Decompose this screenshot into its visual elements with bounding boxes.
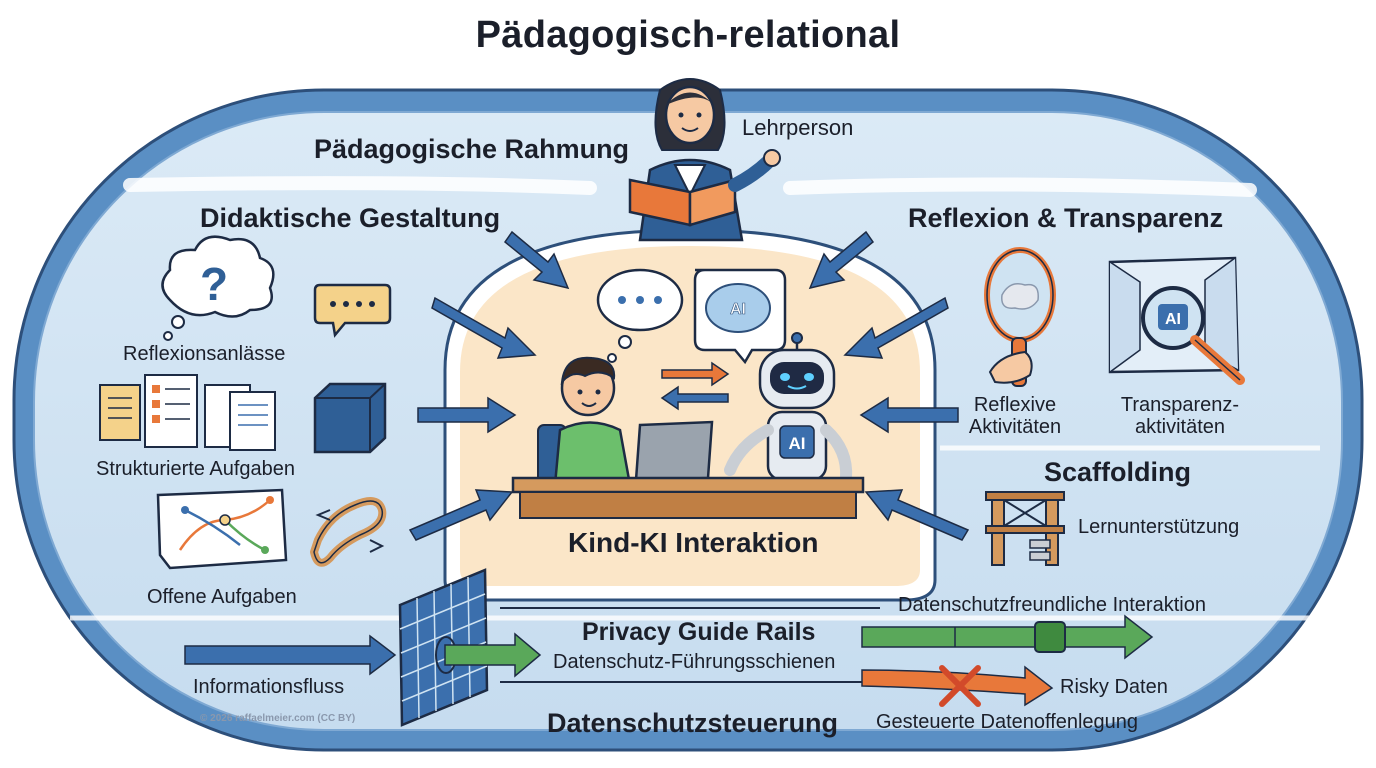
teacher-illustration [628, 78, 781, 242]
reflexive-activities-label: Reflexive Aktivitäten [968, 394, 1062, 438]
risky-data-arrow [861, 665, 1054, 707]
friendly-interaction-label: Datenschutzfreundliche Interaktion [898, 594, 1206, 616]
open-tasks-label: Offene Aufgaben [147, 586, 297, 608]
left-inward-arrows [408, 230, 570, 541]
information-flow-arrow [184, 634, 397, 676]
page-title: Pädagogisch-relational [475, 14, 901, 56]
ai-brain-speech-icon: AI [693, 268, 787, 365]
mind-map-icon [156, 488, 288, 570]
privacy-rails [500, 607, 880, 683]
structured-tasks-label: Strukturierte Aufgaben [96, 458, 296, 480]
didactic-heading: Didaktische Gestaltung [200, 203, 501, 233]
scaffolding-icon [985, 491, 1065, 566]
desk [511, 476, 865, 519]
svg-text:?: ? [200, 258, 228, 310]
robot-ai-badge: AI [789, 434, 806, 453]
risky-data-label: Risky Daten [1060, 676, 1168, 698]
transparency-window-icon: AI [1108, 256, 1245, 385]
speech-bubble-icon [313, 283, 392, 338]
green-flow-arrow-center [444, 632, 542, 678]
cube-icon [313, 382, 387, 454]
privacy-rails-subtitle: Datenschutz-Führungsschienen [553, 651, 836, 673]
robot-illustration [724, 332, 853, 484]
center-interaction-label: Kind-KI Interaktion [568, 527, 819, 558]
documents-icon [99, 374, 276, 451]
friendly-interaction-arrow [861, 614, 1154, 660]
copyright-notice: © 2026 raffaelmeier.com (CC BY) [200, 713, 356, 724]
scaffolding-heading: Scaffolding [1044, 457, 1191, 487]
privacy-governance-heading: Datenschutzsteuerung [547, 708, 839, 738]
exchange-arrows-icon [660, 361, 730, 411]
learning-support-label: Lernunterstützung [1078, 516, 1240, 538]
thought-bubble-dots-icon [596, 268, 684, 363]
right-inward-arrows [808, 230, 970, 541]
reflection-transparency-heading: Reflexion & Transparenz [908, 203, 1224, 233]
transparency-ai-badge: AI [1165, 311, 1181, 328]
transparency-activities-label: Transparenz- aktivitäten [1120, 394, 1240, 438]
question-cloud-icon: ? [161, 235, 275, 341]
svg-text:AI: AI [730, 301, 746, 318]
blocked-x-icon [939, 665, 981, 707]
rubber-band-loop-icon [310, 497, 387, 567]
hand-mirror-icon [984, 247, 1056, 387]
teacher-label: Lehrperson [742, 115, 854, 140]
controlled-disclosure-label: Gesteuerte Datenoffenlegung [876, 711, 1139, 733]
information-flow-label: Informationsfluss [193, 676, 345, 698]
reflection-prompts-label: Reflexionsanlässe [123, 343, 286, 365]
privacy-rails-title: Privacy Guide Rails [582, 618, 816, 646]
frame-heading: Pädagogische Rahmung [314, 134, 630, 164]
